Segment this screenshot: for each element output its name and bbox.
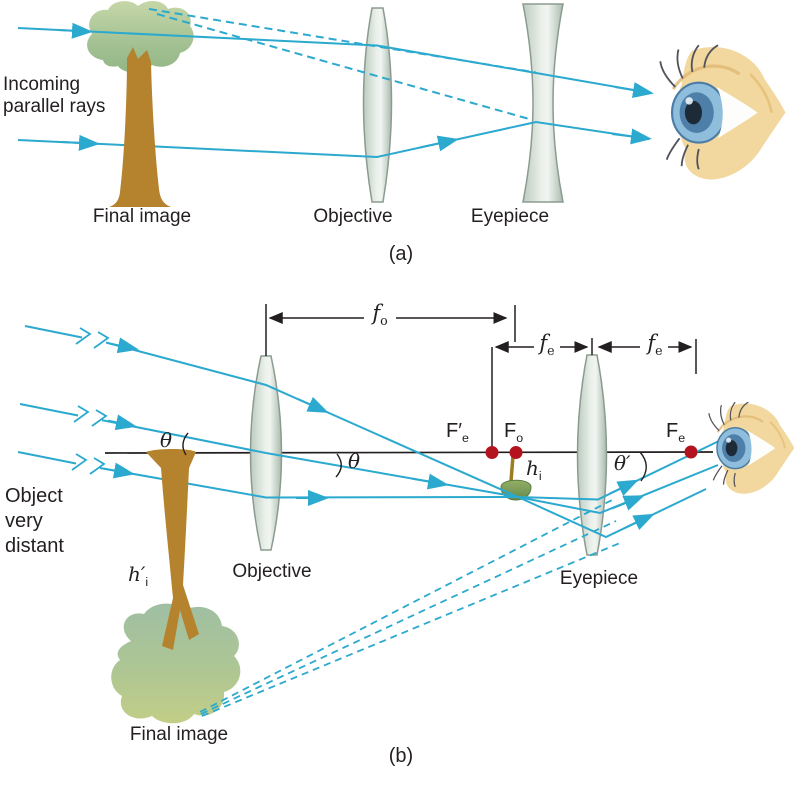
- final-image-tree-trunk-b: [146, 449, 199, 650]
- focal-length-fe-right-label: fe: [647, 331, 663, 359]
- ray-break-marks: [71, 327, 110, 475]
- eyepiece-label-b: Eyepiece: [559, 568, 639, 589]
- objective-label-b: Objective: [232, 561, 312, 582]
- angle-theta-left-label: θ: [160, 428, 173, 452]
- eyepiece-lens-a: [522, 3, 564, 203]
- panel-b: [17, 304, 796, 724]
- final-image-tree-canopy-b: [111, 603, 241, 724]
- objective-label-a: Objective: [313, 206, 393, 227]
- angle-theta-right-label: θ: [348, 449, 361, 473]
- incoming-parallel-rays-label: Incoming parallel rays: [3, 74, 106, 117]
- final-image-height-label: h′i: [128, 562, 149, 589]
- light-rays-b: [17, 325, 723, 539]
- focal-point-Fo-label: Fo: [504, 420, 524, 445]
- virtual-image-rays-a: [148, 8, 537, 121]
- virtual-image-rays-b: [199, 499, 621, 717]
- focal-dot-Fo: [509, 446, 523, 459]
- panel-b-caption: (b): [388, 745, 414, 767]
- eyepiece-lens-b: [576, 354, 608, 556]
- eyepiece-label-a: Eyepiece: [470, 206, 550, 227]
- focal-dot-Fe-prime: [485, 446, 499, 459]
- final-image-label-b: Final image: [129, 724, 229, 745]
- focal-point-dots: [485, 445, 698, 459]
- focal-point-Fe-label: Fe: [666, 420, 686, 445]
- focal-length-dimensions: [265, 304, 697, 447]
- angle-theta-prime-label: θ′: [614, 451, 631, 475]
- objective-lens-a: [362, 7, 393, 203]
- focal-length-fe-left-label: fe: [539, 331, 555, 359]
- eye-icon-b: [707, 401, 796, 495]
- final-image-label-a: Final image: [92, 206, 192, 227]
- angle-arcs: [182, 432, 647, 482]
- focal-length-fo-label: fo: [372, 301, 388, 329]
- panel-a-caption: (a): [388, 243, 414, 265]
- image-height-label: hi: [526, 456, 542, 483]
- object-very-distant-label: Object very distant: [5, 485, 64, 557]
- light-rays-a: [17, 22, 654, 159]
- panel-a: [17, 0, 788, 207]
- eye-icon-a: [658, 43, 788, 182]
- focal-point-Fe-prime-label: F′e: [446, 420, 469, 445]
- final-image-tree-canopy-a: [87, 0, 194, 73]
- optical-axis: [104, 451, 714, 454]
- focal-dot-Fe: [684, 445, 698, 459]
- final-image-tree-trunk-a: [109, 47, 171, 207]
